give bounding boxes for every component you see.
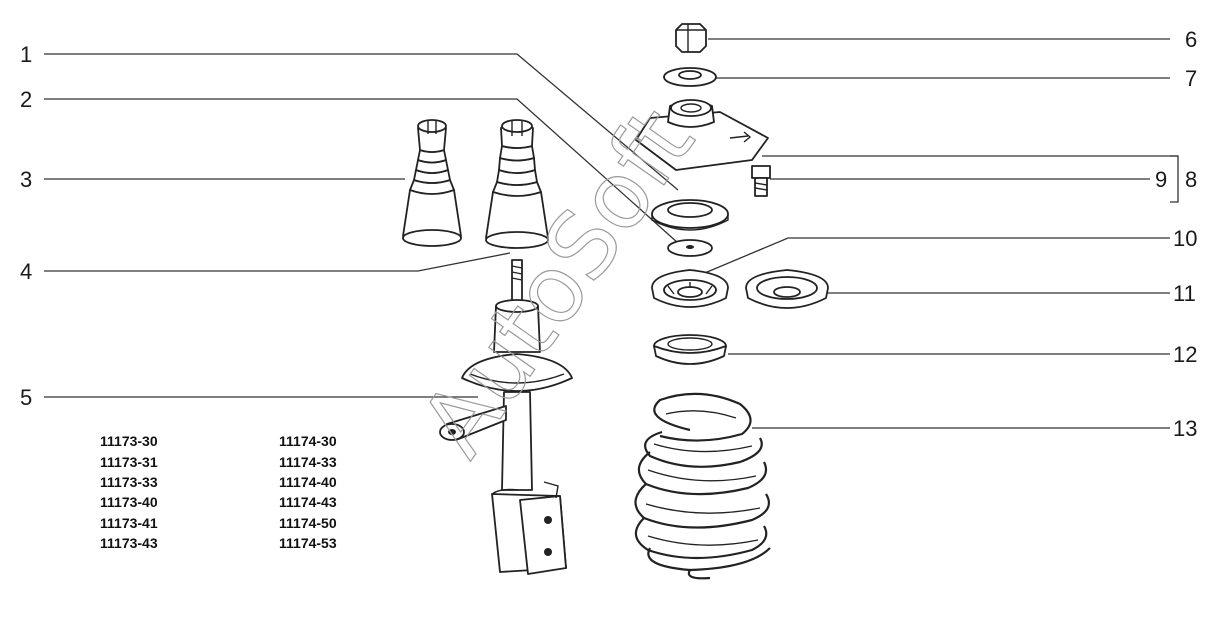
code-left-3: 11173-33: [100, 474, 158, 490]
callout-11: 11: [1173, 281, 1196, 306]
washer-top: [663, 67, 717, 87]
callout-10: 10: [1173, 226, 1197, 251]
model-codes-left: 11173-30 11173-31 11173-33 11173-40 1117…: [100, 433, 158, 551]
bolt: [751, 165, 771, 197]
callout-5: 5: [20, 385, 32, 410]
nut: [675, 23, 707, 53]
leader-10: [699, 237, 1170, 276]
code-left-5: 11173-41: [100, 515, 158, 531]
bracket-8-9: [1170, 155, 1179, 203]
coil-spring: [634, 392, 771, 580]
code-right-4: 11174-43: [279, 494, 337, 510]
callout-12: 12: [1173, 342, 1197, 367]
callout-7: 7: [1185, 66, 1197, 91]
bump-stop-right: [485, 119, 549, 249]
leader-lines: [44, 38, 1179, 429]
code-right-2: 11174-33: [279, 454, 337, 470]
code-right-1: 11174-30: [279, 433, 337, 449]
leader-2: [44, 98, 679, 244]
code-left-1: 11173-30: [100, 433, 158, 449]
callout-4: 4: [20, 259, 32, 284]
spring-insulator: [653, 334, 727, 365]
callout-13: 13: [1173, 416, 1197, 441]
callout-1: 1: [20, 42, 32, 67]
upper-spring-seat-b: [745, 269, 829, 309]
code-right-5: 11174-50: [279, 515, 337, 531]
callout-3: 3: [20, 167, 32, 192]
code-left-6: 11173-43: [100, 535, 158, 551]
code-right-6: 11174-53: [279, 535, 337, 551]
callout-2: 2: [20, 87, 32, 112]
upper-mount: [635, 99, 769, 171]
bearing: [651, 199, 729, 231]
leader-4: [44, 252, 511, 272]
callout-6: 6: [1185, 27, 1197, 52]
model-codes-right: 11174-30 11174-33 11174-40 11174-43 1117…: [279, 433, 337, 551]
callout-labels: 1 2 3 4 5 6 7 8 9 10 11 12 13: [20, 27, 1197, 441]
washer-small: [667, 239, 713, 257]
bump-stop-left: [402, 119, 462, 247]
strut-assembly: [439, 259, 573, 575]
code-right-3: 11174-40: [279, 474, 337, 490]
code-left-4: 11173-40: [100, 494, 158, 510]
callout-9: 9: [1155, 167, 1167, 192]
upper-spring-seat-a: [651, 269, 729, 308]
code-left-2: 11173-31: [100, 454, 158, 470]
leader-1: [44, 53, 679, 191]
callout-8: 8: [1185, 167, 1197, 192]
